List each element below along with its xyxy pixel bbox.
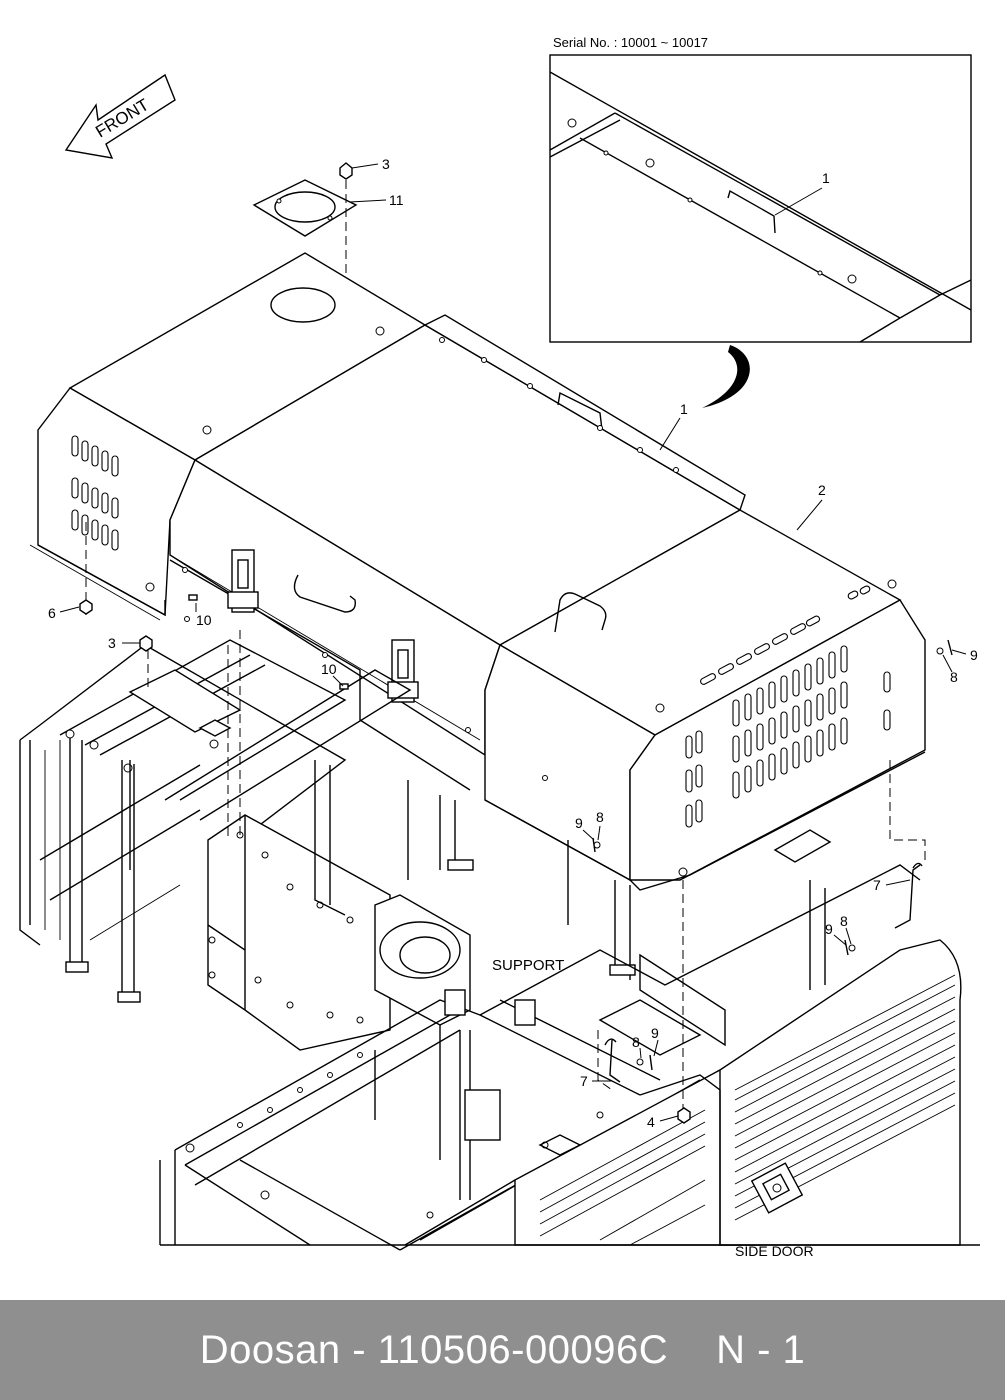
detail-pointer-arrow: [702, 345, 750, 408]
gasket-plate: 3 11: [252, 156, 404, 300]
footer-brand: Doosan: [199, 1327, 341, 1372]
hood-assembly: [29, 252, 926, 891]
detail-inset: Serial No. : 10001 ~ 10017 1: [549, 35, 972, 343]
callouts: 1 2 3 6 10 10 9 8 9 8 7 9 8 9 8 7 4: [48, 401, 978, 1130]
front-arrow: FRONT: [64, 73, 176, 159]
vent-slots-top: [700, 585, 871, 685]
serial-label: Serial No. : 10001 ~ 10017: [553, 35, 708, 50]
footer-part-number: 110506-00096C: [377, 1327, 669, 1372]
callout-4: 4: [647, 1114, 655, 1130]
callout-3-top: 3: [382, 156, 390, 172]
vent-slots-left: [71, 435, 119, 551]
handle-rail: [557, 391, 603, 431]
side-door-label: SIDE DOOR: [735, 1243, 814, 1259]
vent-slots-front: [685, 645, 891, 828]
callout-9-lower: 9: [825, 921, 833, 937]
hardware: [79, 594, 953, 1124]
callout-6: 6: [48, 605, 56, 621]
footer-bar: Doosan - 110506-00096C N - 1: [0, 1300, 1005, 1400]
footer-separator: -: [352, 1327, 367, 1372]
footer-page-ref: N - 1: [716, 1327, 806, 1372]
handle-middle: [293, 574, 356, 613]
support-frame: [19, 639, 921, 1251]
callout-10-b: 10: [321, 661, 337, 677]
callout-7-bottom: 7: [580, 1073, 588, 1089]
latch-left: [227, 549, 259, 613]
callout-10-a: 10: [196, 612, 212, 628]
callout-3-left: 3: [108, 635, 116, 651]
callout-7-right: 7: [873, 877, 881, 893]
handle-top-right: [554, 592, 607, 633]
callout-1-main: 1: [680, 401, 688, 417]
callout-8-bottom: 8: [632, 1034, 640, 1050]
callout-8-mid: 8: [596, 809, 604, 825]
side-door: SIDE DOOR: [160, 939, 980, 1259]
callout-2: 2: [818, 482, 826, 498]
callout-8-right: 8: [950, 669, 958, 685]
support-label: SUPPORT: [492, 957, 564, 974]
callout-8-lower: 8: [840, 913, 848, 929]
callout-11: 11: [389, 192, 404, 208]
callout-9-bottom: 9: [651, 1025, 659, 1041]
callout-1-detail: 1: [822, 170, 830, 186]
parts-diagram: Serial No. : 10001 ~ 10017 1 FRONT: [19, 35, 980, 1259]
callout-9-mid: 9: [575, 815, 583, 831]
latch-right: [387, 639, 419, 703]
callout-9-right: 9: [970, 647, 978, 663]
side-door-grille: [539, 974, 956, 1246]
